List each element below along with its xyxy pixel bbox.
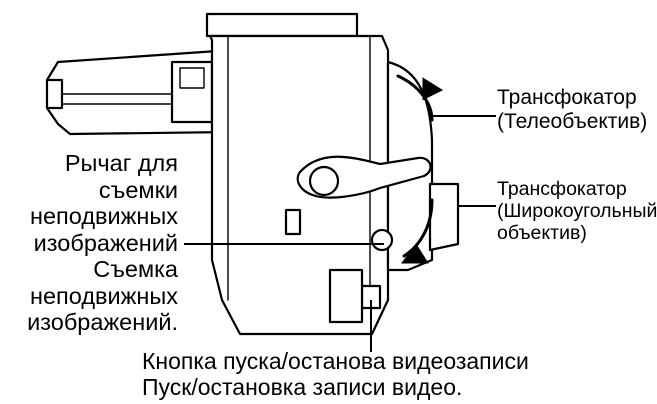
still-lever-label: Рычаг для съемки неподвижных изображений… [27,150,178,336]
still-lever-line: неподвижных [30,282,178,309]
record-button-line: Пуск/остановка записи видео. [142,373,463,400]
still-lever-line: съемки [98,176,178,203]
zoom-lever [428,182,460,252]
zoom-wide-label: Трансфокатор (Широкоугольный объектив) [497,178,657,244]
zoom-wide-line: (Широкоугольный [497,200,657,223]
still-lever-line: изображений. [27,309,178,336]
zoom-wide-line: Трансфокатор [497,178,627,200]
top-cap [205,12,359,38]
zoom-wide-arrow [402,198,434,258]
record-button-line: Кнопка пуска/останова видеозаписи [142,348,529,374]
still-lever-line: изображений [33,229,178,256]
zoom-tele-line: Трансфокатор [497,86,637,109]
record-button-label: Кнопка пуска/останова видеозаписи Пуск/о… [142,348,529,400]
zoom-tele-label: Трансфокатор (Телеобъектив) [497,86,647,133]
still-lever-line: Съемка [93,256,178,283]
zoom-wide-line: объектив) [497,222,587,245]
still-lever-line: Рычаг для [64,150,178,176]
still-lever-line: неподвижных [30,203,178,230]
zoom-tele-line: (Телеобъектив) [497,109,648,133]
